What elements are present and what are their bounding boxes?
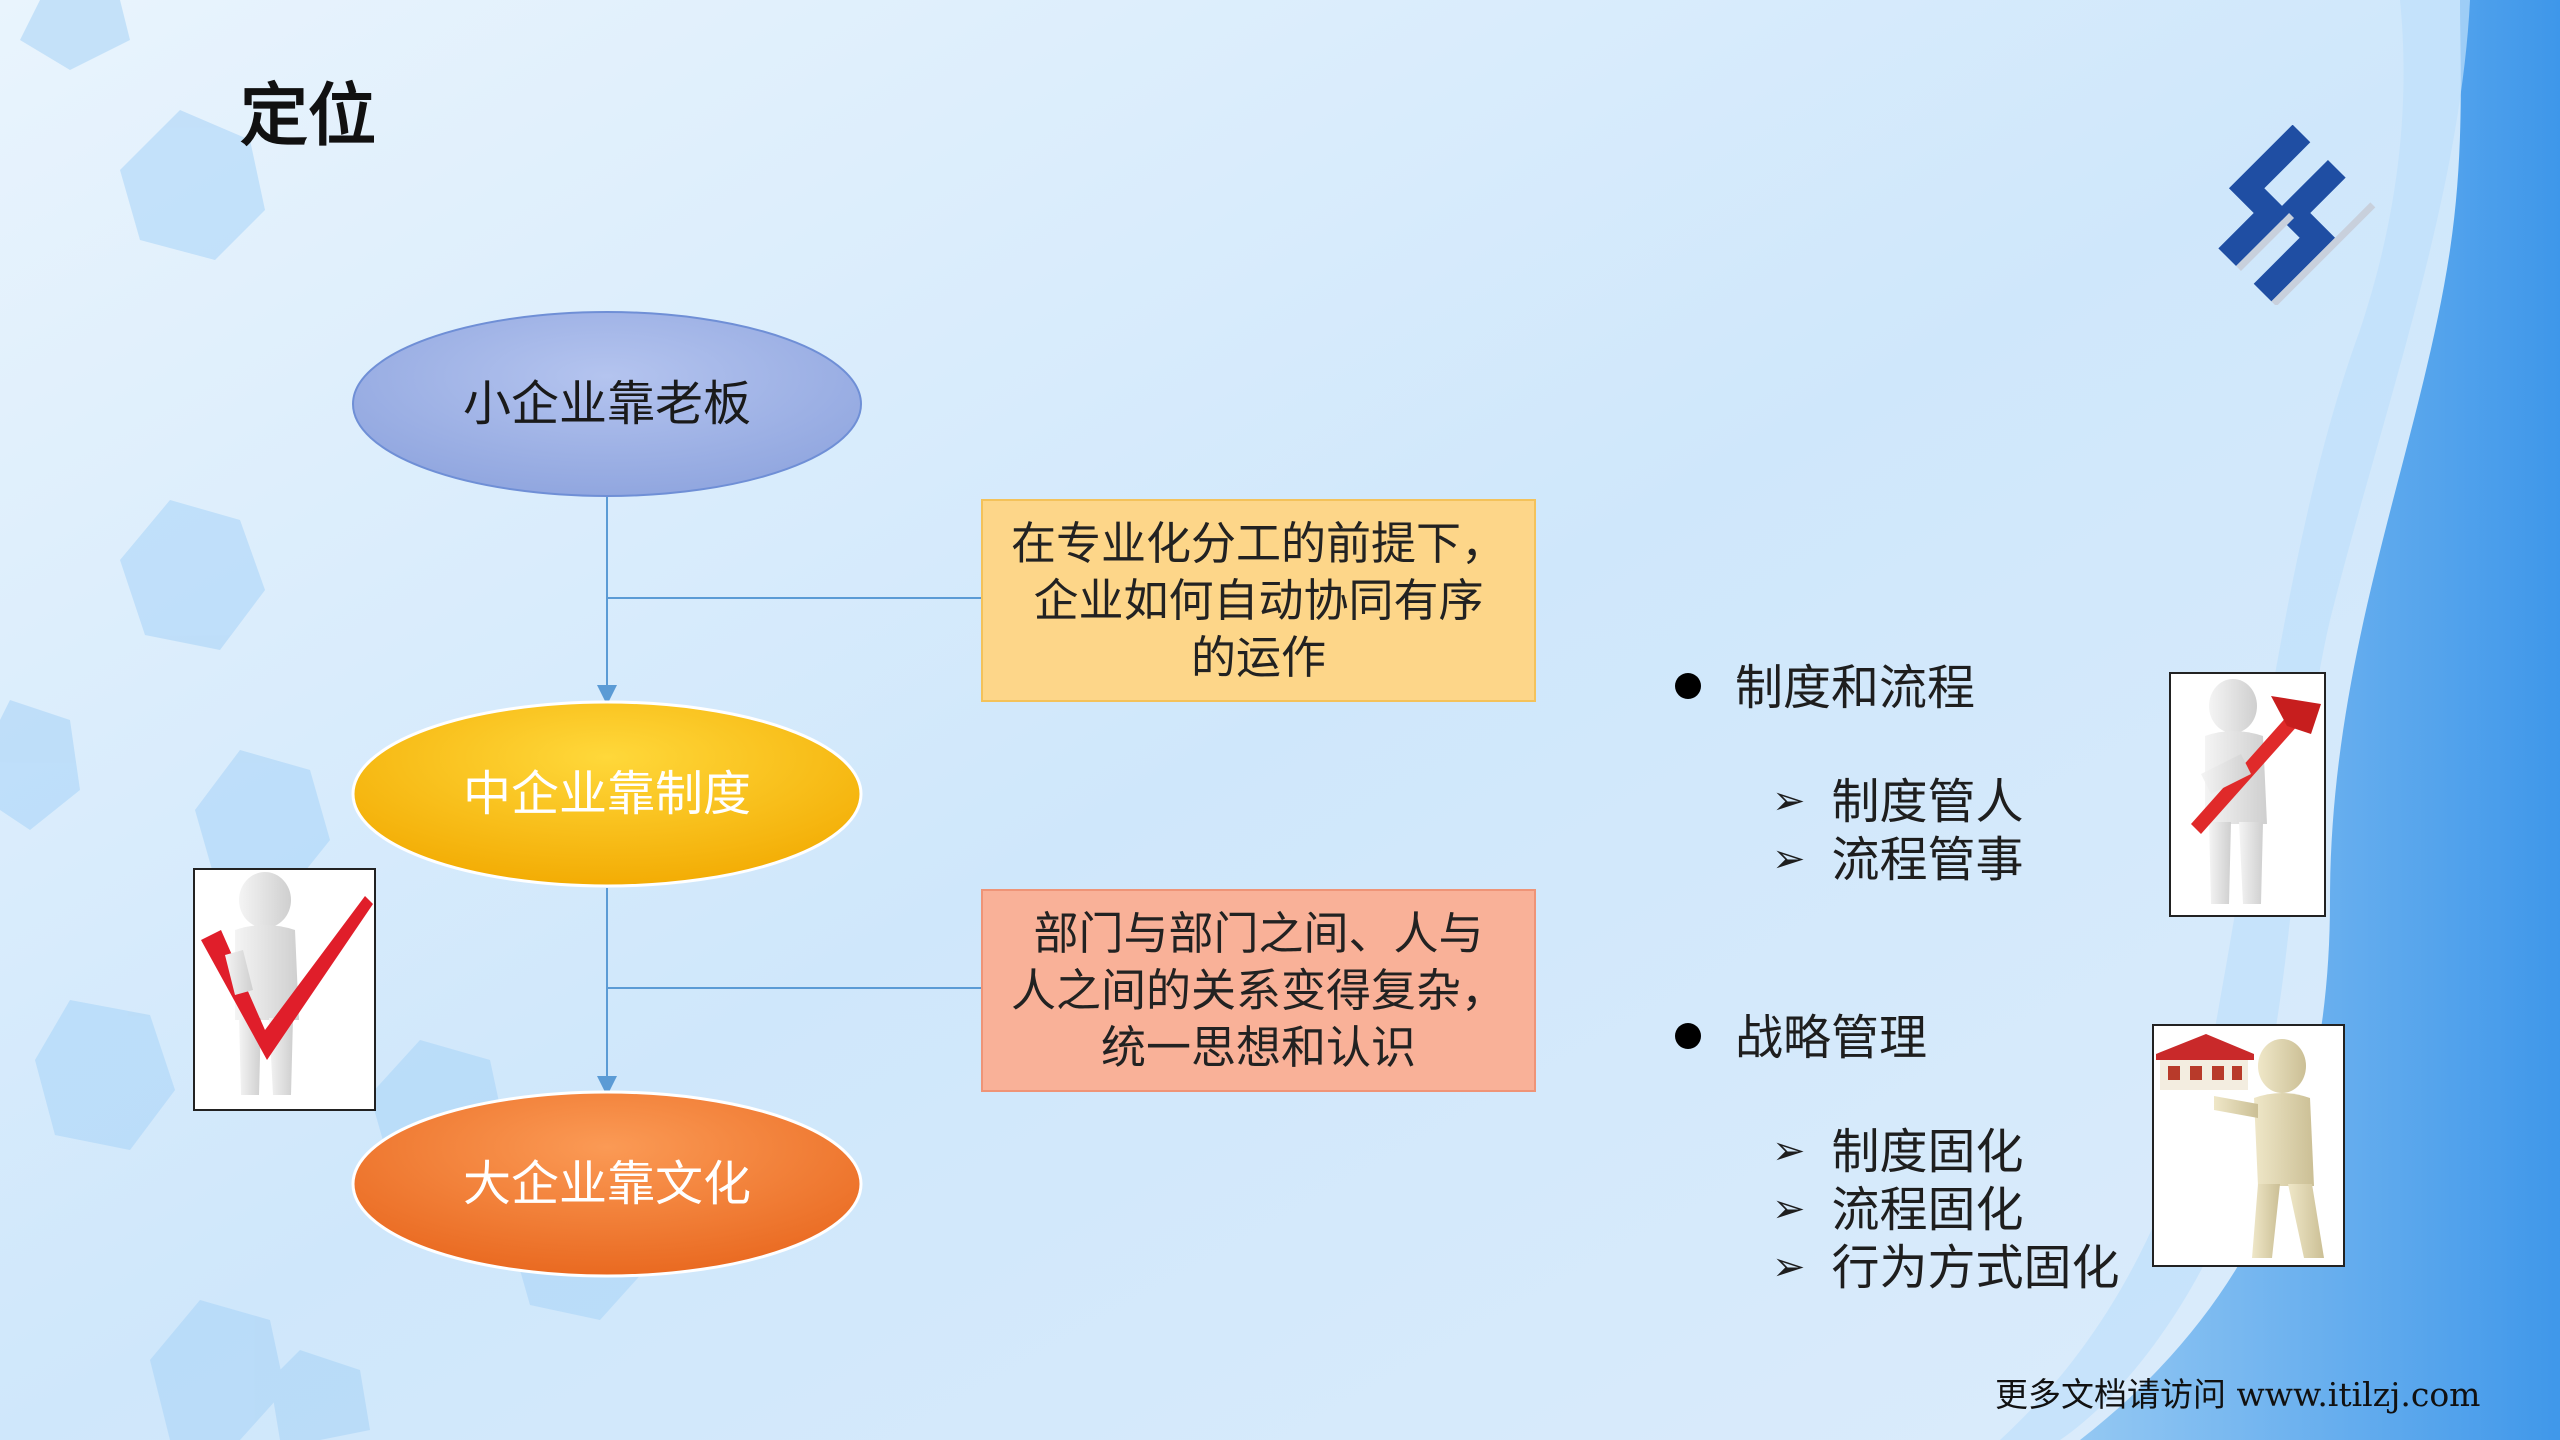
bullet-dot-icon [1675, 672, 1701, 699]
company-logo-icon [2218, 125, 2376, 305]
sub-item-process-manage-tasks: ➢ 流程管事 [1772, 820, 2024, 890]
bullet-label-rules-process: 制度和流程 [1735, 660, 1976, 716]
sub-item-label: 流程管事 [1831, 832, 2024, 888]
stage-ellipse-large [351, 1090, 863, 1278]
figure-checkmark-icon [201, 872, 373, 1095]
flow-diagram [351, 311, 982, 1278]
slide-title: 定位 [240, 77, 377, 156]
note-1-line-2: 企业如何自动协同有序 [1033, 574, 1484, 627]
footer-link-text: 更多文档请访问 www.itilzj.com [1995, 1375, 2481, 1414]
arrow-bullet-icon: ➢ [1772, 1128, 1806, 1174]
note-2-line-2: 人之间的关系变得复杂， [1010, 964, 1506, 1017]
sub-item-rules-manage-people: ➢ 制度管人 [1772, 762, 2024, 832]
stage-ellipse-medium [351, 700, 863, 888]
note-1-line-1: 在专业化分工的前提下， [1010, 517, 1506, 570]
note-2-line-1: 部门与部门之间、人与 [1033, 907, 1484, 960]
arrow-bullet-icon: ➢ [1772, 1186, 1806, 1232]
note-box-specialization: 在专业化分工的前提下， 企业如何自动协同有序 的运作 [981, 499, 1536, 702]
bullet-strategy-management: 战略管理 [1675, 998, 1927, 1068]
sub-item-process-solidify: ➢ 流程固化 [1772, 1170, 2024, 1240]
sub-item-label: 制度固化 [1831, 1124, 2024, 1180]
bullet-label-strategy: 战略管理 [1735, 1010, 1928, 1066]
figure-house-picture [2152, 1024, 2345, 1267]
stage-label-medium: 中企业靠制度 [462, 766, 751, 822]
sub-item-label: 流程固化 [1831, 1182, 2024, 1238]
sub-item-label: 制度管人 [1831, 774, 2024, 830]
sub-item-label: 行为方式固化 [1831, 1240, 2120, 1296]
figure-house-icon [2156, 1034, 2324, 1258]
sub-item-behavior-solidify: ➢ 行为方式固化 [1772, 1228, 2120, 1298]
figure-checkmark-picture [193, 868, 376, 1111]
note-box-relationships: 部门与部门之间、人与 人之间的关系变得复杂， 统一思想和认识 [981, 889, 1536, 1092]
arrow-bullet-icon: ➢ [1772, 1244, 1806, 1290]
figure-hammer-picture [2169, 672, 2326, 917]
bullet-rules-process: 制度和流程 [1675, 648, 1975, 718]
note-1-line-3: 的运作 [1190, 631, 1326, 684]
stage-label-large: 大企业靠文化 [462, 1156, 751, 1212]
bullet-dot-icon [1675, 1022, 1701, 1049]
sub-item-rules-solidify: ➢ 制度固化 [1772, 1112, 2024, 1182]
note-2-line-3: 统一思想和认识 [1100, 1021, 1416, 1074]
arrow-bullet-icon: ➢ [1772, 836, 1806, 882]
figure-hammer-icon [2191, 679, 2321, 904]
stage-ellipse-small [352, 311, 862, 497]
arrow-bullet-icon: ➢ [1772, 778, 1806, 824]
stage-label-small: 小企业靠老板 [462, 376, 751, 432]
